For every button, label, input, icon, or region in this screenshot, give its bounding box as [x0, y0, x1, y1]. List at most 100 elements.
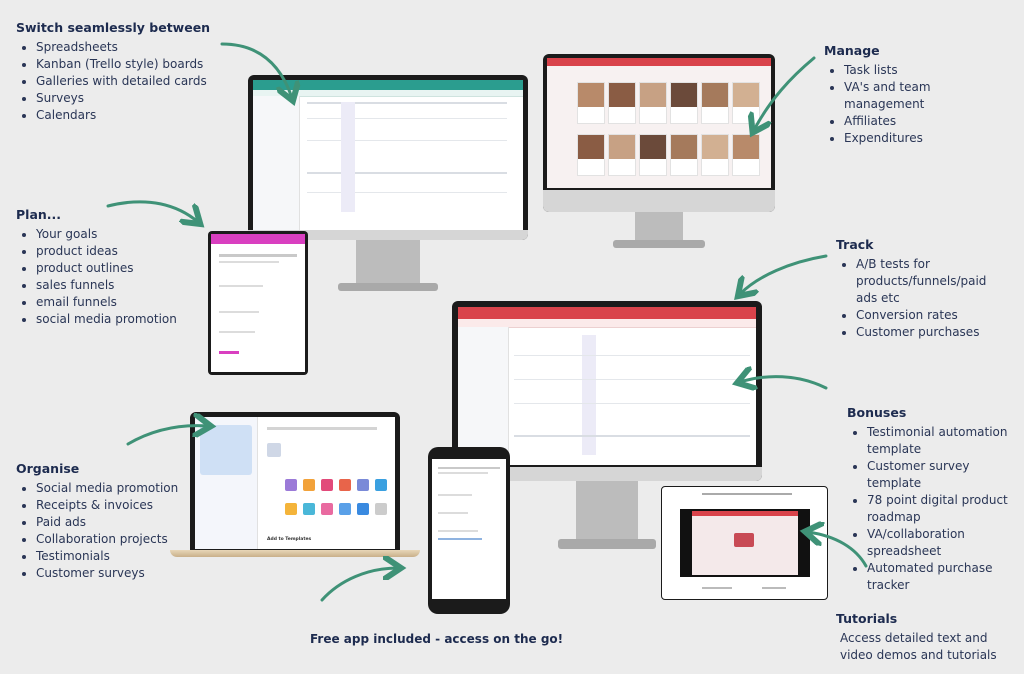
- column-highlight: [341, 102, 355, 212]
- switch-list: Spreadsheets Kanban (Trello style) board…: [16, 39, 210, 124]
- list-item: product ideas: [16, 243, 177, 260]
- sidebar: [458, 327, 509, 465]
- text-line: [438, 530, 478, 532]
- template-grid: [285, 479, 395, 539]
- monitor-screen: [458, 307, 756, 465]
- template-section-title: Add to Templates: [267, 537, 312, 542]
- grid-line: [514, 403, 750, 404]
- submit-chip: [219, 351, 239, 354]
- toolbar: [458, 319, 756, 328]
- monitor-stand: [576, 481, 638, 541]
- monitor-bezel: [452, 301, 762, 481]
- template-tile-icon: [303, 503, 315, 515]
- grid-line: [307, 102, 507, 104]
- text-line: [438, 494, 472, 496]
- grid-line: [514, 379, 750, 380]
- arrow-to-phone: [320, 568, 398, 602]
- video-title-line: [702, 493, 792, 495]
- monitor-chin: [248, 230, 528, 240]
- grid-line: [514, 355, 750, 356]
- promo-card: [200, 425, 252, 475]
- grid-line: [307, 118, 507, 119]
- gallery-card: [732, 82, 760, 124]
- laptop-screen: Add to Templates: [195, 417, 395, 549]
- photo-thumbnail: [640, 135, 666, 159]
- list-item: Task lists: [824, 62, 974, 79]
- grid-line: [514, 435, 750, 437]
- template-tile-icon: [285, 503, 297, 515]
- gallery-card: [639, 82, 667, 124]
- template-tile-icon: [375, 503, 387, 515]
- sidebar: [195, 417, 258, 549]
- list-item: Customer surveys: [16, 565, 178, 582]
- list-item: Customer survey template: [847, 458, 1022, 492]
- photo-thumbnail: [733, 83, 759, 107]
- list-item: Paid ads: [16, 514, 178, 531]
- manage-list: Task lists VA's and team management Affi…: [824, 62, 974, 147]
- bonuses-section: Bonuses Testimonial automation template …: [847, 405, 1022, 594]
- arrow-to-tracker: [740, 254, 828, 294]
- list-item: A/B tests for products/funnels/paid ads …: [836, 256, 1006, 307]
- gallery-card: [701, 134, 729, 176]
- photo-thumbnail: [578, 83, 604, 107]
- track-heading: Track: [836, 237, 874, 252]
- photo-thumbnail: [671, 135, 697, 159]
- monitor-foot: [558, 539, 656, 549]
- bonuses-heading: Bonuses: [847, 405, 907, 420]
- switch-section: Switch seamlessly between Spreadsheets K…: [16, 20, 210, 124]
- list-item: Your goals: [16, 226, 177, 243]
- photo-thumbnail: [640, 83, 666, 107]
- column-highlight: [582, 335, 596, 455]
- manage-heading: Manage: [824, 43, 880, 58]
- caption-line: [762, 587, 786, 589]
- app-header-bar: [211, 234, 305, 244]
- photo-thumbnail: [702, 83, 728, 107]
- app-caption: Free app included - access on the go!: [310, 632, 564, 646]
- gallery-card: [608, 134, 636, 176]
- template-tile-icon: [321, 503, 333, 515]
- app-header-bar: [547, 58, 771, 66]
- list-item: Receipts & invoices: [16, 497, 178, 514]
- template-tile-icon: [339, 503, 351, 515]
- play-icon[interactable]: [734, 533, 754, 547]
- text-line: [219, 261, 279, 263]
- template-tile-icon: [285, 479, 297, 491]
- workspace-icon: [267, 443, 281, 457]
- tutorials-heading: Tutorials: [836, 611, 898, 626]
- template-tile-icon: [357, 479, 369, 491]
- gallery-card: [608, 82, 636, 124]
- organise-section: Organise Social media promotion Receipts…: [16, 461, 178, 582]
- plan-heading: Plan...: [16, 207, 62, 222]
- sidebar: [253, 96, 300, 230]
- list-item: VA's and team management: [824, 79, 974, 113]
- app-header-bar: [458, 307, 756, 319]
- toolbar: [253, 90, 523, 97]
- template-tile-icon: [357, 503, 369, 515]
- list-item: VA/collaboration spreadsheet: [847, 526, 1022, 560]
- gallery-card: [670, 134, 698, 176]
- list-item: social media promotion: [16, 311, 177, 328]
- laptop-lid: Add to Templates: [190, 412, 400, 552]
- grid-line: [307, 192, 507, 193]
- monitor-screen: [547, 58, 771, 188]
- tablet-survey: [208, 231, 308, 375]
- list-item: Calendars: [16, 107, 210, 124]
- tablet-video: [661, 486, 828, 600]
- bonuses-list: Testimonial automation template Customer…: [847, 424, 1022, 594]
- monitor-chin: [452, 467, 762, 481]
- grid-line: [307, 172, 507, 174]
- organise-list: Social media promotion Receipts & invoic…: [16, 480, 178, 582]
- switch-heading: Switch seamlessly between: [16, 20, 211, 35]
- link-line: [438, 538, 482, 540]
- list-item: Testimonials: [16, 548, 178, 565]
- list-item: Affiliates: [824, 113, 974, 130]
- gallery-grid: [577, 82, 767, 178]
- list-item: Surveys: [16, 90, 210, 107]
- gallery-card: [577, 82, 605, 124]
- monitor-chin: [543, 190, 775, 212]
- plan-list: Your goals product ideas product outline…: [16, 226, 177, 328]
- plan-section: Plan... Your goals product ideas product…: [16, 207, 177, 328]
- list-item: sales funnels: [16, 277, 177, 294]
- gallery-card: [732, 134, 760, 176]
- monitor-foot: [338, 283, 438, 291]
